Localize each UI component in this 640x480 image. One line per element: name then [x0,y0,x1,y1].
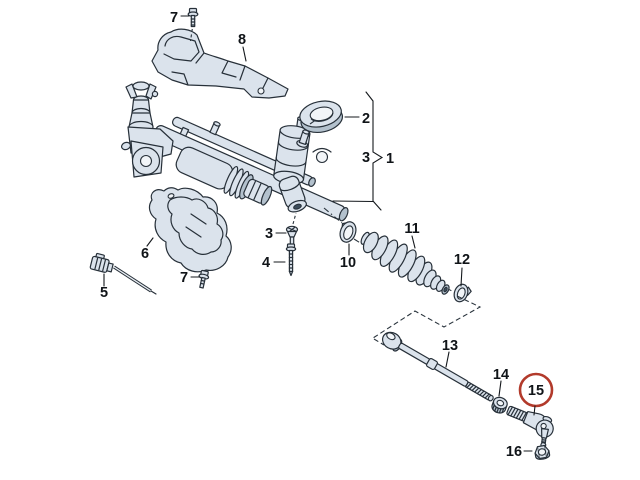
heat-shield-part [151,28,289,99]
screw-part [285,212,299,246]
shield-part [148,187,232,273]
callout-2[interactable]: 2 [362,111,370,127]
callout-14[interactable]: 14 [493,367,509,383]
detail-boundary-dashes [372,295,482,339]
clamp-part-12 [453,283,472,303]
steering-gear-assembly [121,81,349,222]
callout-8[interactable]: 8 [238,32,246,48]
sensor-lead-part [89,252,157,295]
bolt-part-lower [198,269,210,289]
clamp-part-10 [339,221,357,243]
callout-7-upper[interactable]: 7 [170,10,178,26]
tie-rod-end-part [506,405,554,449]
callout-3-screw[interactable]: 3 [265,226,273,242]
callout-1[interactable]: 1 [386,151,394,167]
lock-nut-part [491,396,508,414]
callout-12[interactable]: 12 [454,252,470,268]
bracket-to-assembly-line [332,200,374,203]
long-bolt-part [285,243,297,277]
callout-16[interactable]: 16 [506,444,522,460]
callout-5[interactable]: 5 [100,285,108,301]
callout-3-group[interactable]: 3 [362,150,370,166]
inner-tie-rod-part [381,331,494,402]
leader-lines [103,15,533,452]
callout-6[interactable]: 6 [141,246,149,262]
highlight-circle-15[interactable] [518,372,554,416]
rack-to-clamp-line [323,207,343,224]
nut-part [534,444,551,460]
clamp-to-boot-line [353,238,363,245]
callout-11[interactable]: 11 [404,221,419,237]
callout-4[interactable]: 4 [262,255,270,271]
grommet-alignment-line [309,118,318,125]
mount-grommet-part [299,100,344,134]
callout-7-lower[interactable]: 7 [180,270,188,286]
bellows-boot-part [360,231,450,295]
callout-13[interactable]: 13 [442,338,458,354]
bolt-part-upper [187,7,199,42]
callout-10[interactable]: 10 [340,255,356,271]
callout-15-highlighted[interactable]: 15 [528,383,544,399]
dash-leader-to-tie-rod [373,338,385,346]
